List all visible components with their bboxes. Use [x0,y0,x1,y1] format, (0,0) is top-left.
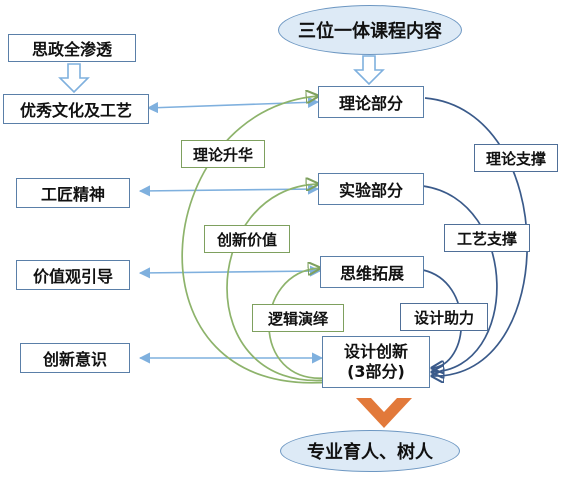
orange-chevron-icon [356,398,412,428]
green-curve-theory [181,96,331,384]
box-experiment: 实验部分 [318,173,424,205]
box-theory: 理论部分 [318,86,424,118]
green-curve-experiment [226,184,329,382]
box-thinking: 思维拓展 [320,256,424,288]
tag-theory-upgrade: 理论升华 [181,140,265,168]
blue-curve-experiment [422,185,498,372]
top-title: 三位一体课程内容 [278,5,462,55]
tag-logic: 逻辑演绎 [252,304,344,332]
down-arrow-left [58,63,90,94]
box-values: 价值观引导 [16,260,130,290]
tag-craft-support: 工艺支撑 [444,224,530,252]
box-innovation: 创新意识 [20,343,130,373]
link-culture-theory [146,96,320,114]
box-culture: 优秀文化及工艺 [3,94,149,124]
down-arrow-top [353,55,385,86]
box-design: 设计创新 (3部分) [322,336,430,388]
box-sizheng: 思政全渗透 [8,34,136,62]
tag-design-assist: 设计助力 [400,303,488,331]
bottom-title: 专业育人、树人 [280,430,460,472]
design-label: 设计创新 [343,342,408,361]
tag-theory-support: 理论支撑 [474,144,558,172]
tag-innovation-value: 创新价值 [204,225,290,253]
link-values-thinking [138,265,322,279]
box-craftsman: 工匠精神 [16,178,130,208]
design-sublabel: (3部分) [347,362,405,381]
